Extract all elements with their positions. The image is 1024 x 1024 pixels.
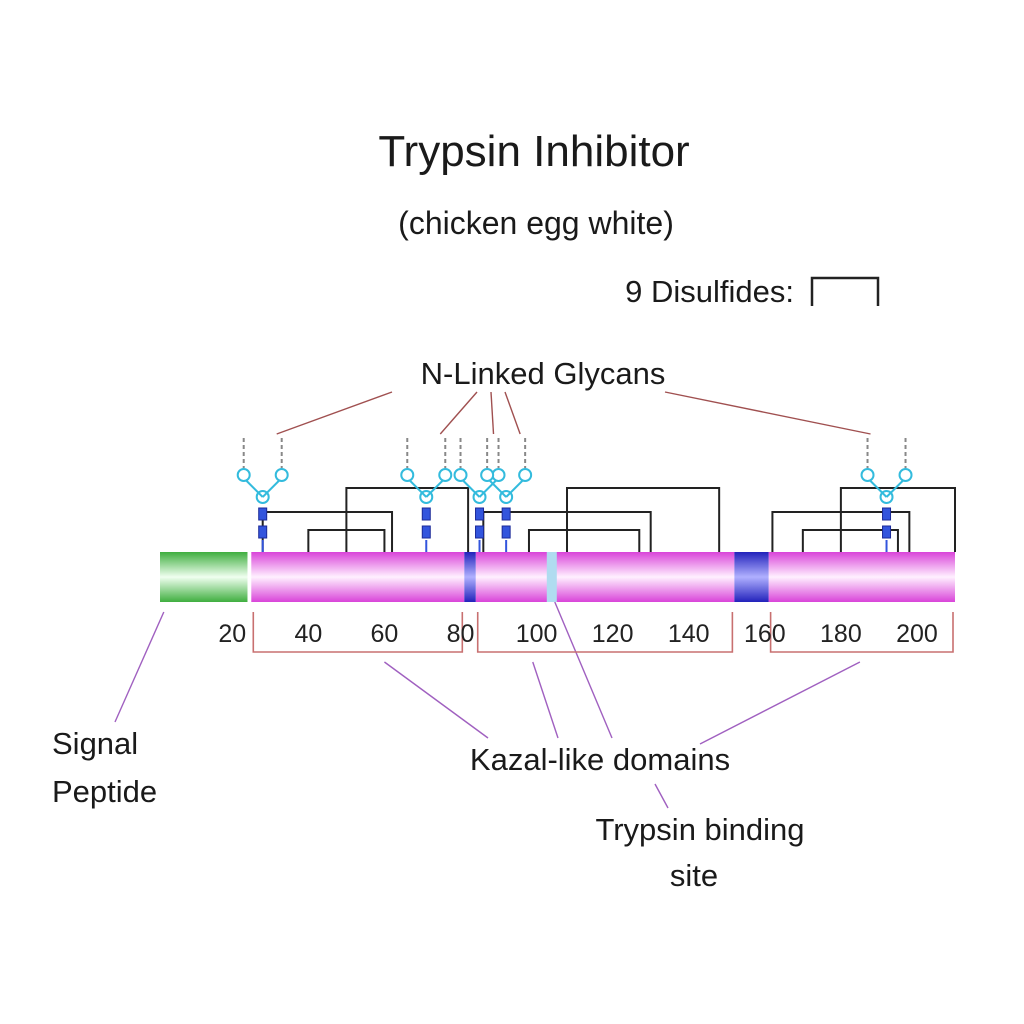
kazal-leader-3 xyxy=(699,661,861,745)
glycan-core-3-1 xyxy=(475,507,485,521)
glycan-core-4-1 xyxy=(501,507,511,521)
glycan-leader-4 xyxy=(504,391,521,435)
trypsin-binding-site-mark-1 xyxy=(546,552,557,602)
domain-brackets xyxy=(252,612,954,653)
glycan-core-3-2 xyxy=(475,525,485,539)
glycan-tree-1 xyxy=(236,438,289,552)
axis-ticks: 20 40 60 80 100 120 140 160 180 200 xyxy=(218,620,937,648)
kazal-leader-1 xyxy=(384,661,489,739)
glycan-core-1-2 xyxy=(258,525,268,539)
tick-label-160: 160 xyxy=(744,620,786,648)
glycan-sugar-1-1 xyxy=(236,468,251,482)
binding-site-label-line1: Trypsin binding xyxy=(595,812,804,847)
glycan-sugar-5-2 xyxy=(898,468,913,482)
tick-label-60: 60 xyxy=(371,620,399,648)
glycan-sugar-3-2 xyxy=(491,468,506,482)
glycan-core-2-2 xyxy=(421,525,431,539)
signal-peptide-segment xyxy=(160,552,248,602)
glycan-sugar-5-1 xyxy=(860,468,875,482)
tick-label-100: 100 xyxy=(516,620,558,648)
signal-peptide-label-line2: Peptide xyxy=(52,774,157,809)
disulfide-bond-9 xyxy=(839,487,956,552)
domain-bracket-2 xyxy=(476,612,734,653)
glycan-sugar-2-2 xyxy=(438,468,453,482)
glycan-core-2-1 xyxy=(421,507,431,521)
linker-segment-2 xyxy=(734,552,769,602)
glycan-core-4-2 xyxy=(501,525,511,539)
disulfide-legend-symbol xyxy=(810,276,880,306)
glycan-tree-3 xyxy=(453,438,506,552)
glycan-leader-3 xyxy=(490,391,495,435)
glycan-sugar-1-2 xyxy=(274,468,289,482)
binding-site-leader xyxy=(554,601,613,739)
disulfide-bond-8 xyxy=(801,529,899,552)
glycan-leader-1 xyxy=(276,391,393,435)
glycan-leader-2 xyxy=(439,391,478,435)
signal-peptide-label-line1: Signal xyxy=(52,726,138,761)
kazal-leader-2 xyxy=(532,661,559,739)
tick-label-120: 120 xyxy=(592,620,634,648)
glycan-core-5-1 xyxy=(882,507,892,521)
linker-segment-1 xyxy=(464,552,476,602)
tick-label-140: 140 xyxy=(668,620,710,648)
kazal-domain-segment-3 xyxy=(768,552,955,602)
binding-site-label-leader xyxy=(654,783,669,809)
glycan-trees xyxy=(236,438,913,552)
glycans-label: N-Linked Glycans xyxy=(421,356,666,391)
tick-label-40: 40 xyxy=(294,620,322,648)
tick-label-20: 20 xyxy=(218,620,246,648)
protein-bar xyxy=(160,552,955,602)
leader-lines xyxy=(114,391,871,809)
glycan-tree-5 xyxy=(860,438,913,552)
glycan-tree-2 xyxy=(400,438,453,552)
glycan-core-1-1 xyxy=(258,507,268,521)
disulfide-bond-3 xyxy=(345,487,470,552)
domain-bracket-1 xyxy=(252,612,464,653)
glycan-sugar-3-1 xyxy=(453,468,468,482)
kazal-domain-segment-1 xyxy=(251,552,465,602)
domain-bracket-3 xyxy=(769,612,954,653)
diagram-subtitle: (chicken egg white) xyxy=(398,205,674,241)
glycan-sugar-4-2 xyxy=(518,468,533,482)
diagram-title: Trypsin Inhibitor xyxy=(378,127,689,176)
tick-label-180: 180 xyxy=(820,620,862,648)
disulfide-bond-5 xyxy=(527,529,641,552)
disulfide-legend-label: 9 Disulfides: xyxy=(625,274,794,309)
glycan-tree-4 xyxy=(480,438,533,552)
signal-peptide-leader xyxy=(114,611,165,723)
glycan-sugar-2-1 xyxy=(400,468,415,482)
disulfide-bonds xyxy=(261,487,956,552)
binding-site-label-line2: site xyxy=(670,858,718,893)
glycan-core-5-2 xyxy=(882,525,892,539)
tick-label-200: 200 xyxy=(896,620,938,648)
kazal-domain-segment-2 xyxy=(475,552,735,602)
glycan-leader-5 xyxy=(664,391,871,435)
tick-label-80: 80 xyxy=(447,620,475,648)
disulfide-bond-6 xyxy=(566,487,721,552)
glycan-sugar-4-1 xyxy=(480,468,495,482)
kazal-domains-label: Kazal-like domains xyxy=(470,742,730,777)
disulfide-bond-1 xyxy=(261,511,394,552)
